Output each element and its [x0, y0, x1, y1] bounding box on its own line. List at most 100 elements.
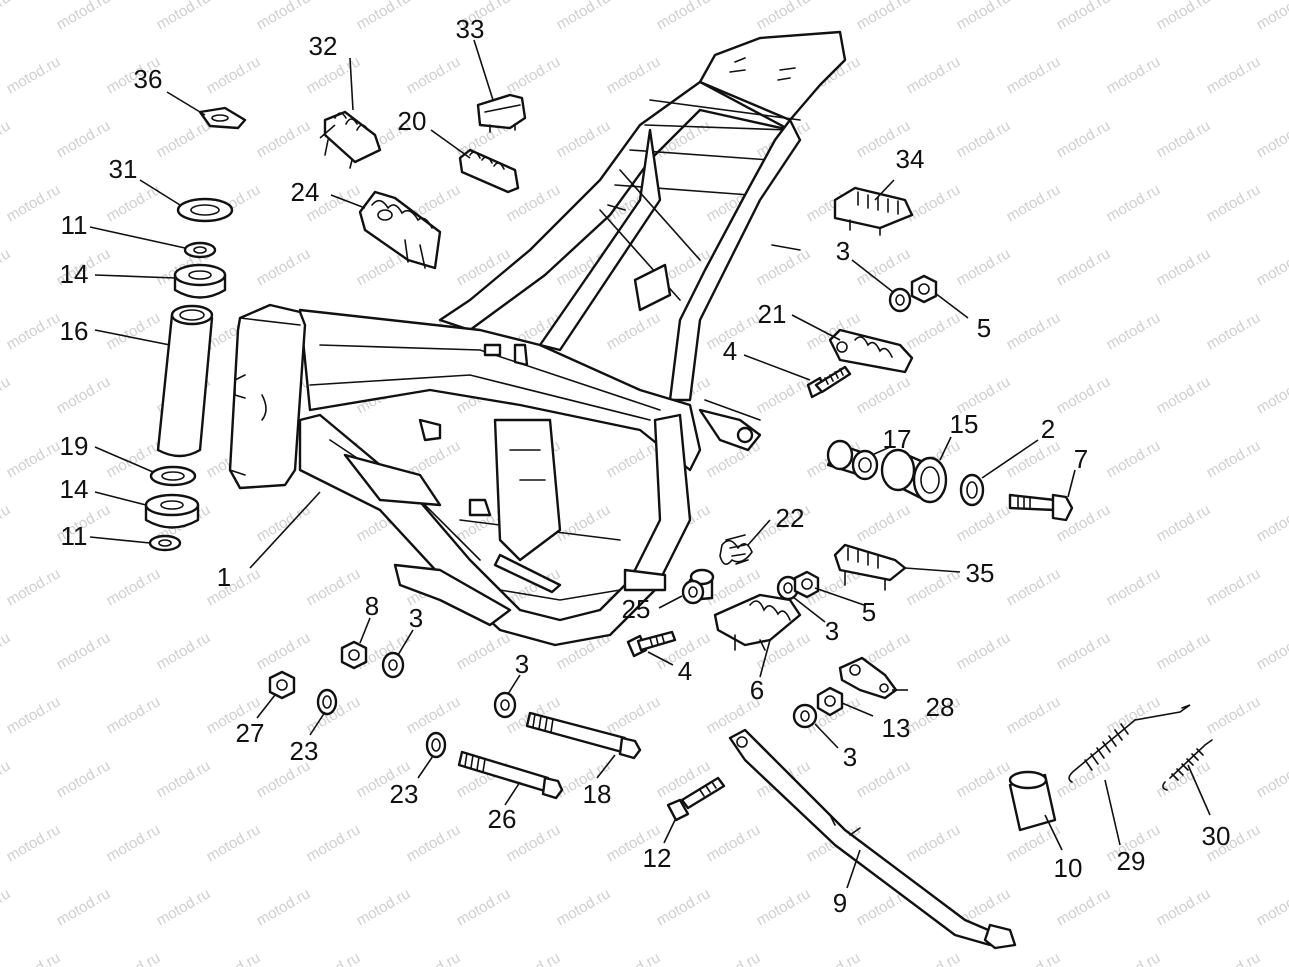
callout-labels: 36 32 33 20 31 24 11 14 16 19 14 11 1 34… [60, 14, 1231, 918]
watermark-text: motod.ru [1254, 117, 1289, 161]
callout-3-lower-right: 3 [843, 742, 857, 772]
watermark-text: motod.ru [354, 0, 414, 33]
watermark-text: motod.ru [854, 0, 914, 33]
watermark-text: motod.ru [954, 245, 1014, 289]
nut-part-11-bottom [148, 534, 182, 552]
watermark-text: motod.ru [4, 821, 64, 865]
callout-36: 36 [134, 64, 163, 94]
watermark-text: motod.ru [254, 0, 314, 33]
washer-part-3-bottom [493, 691, 517, 719]
lever-part-28 [838, 656, 898, 700]
watermark-text: motod.ru [4, 949, 64, 967]
watermark-text: motod.ru [854, 373, 914, 417]
watermark-text: motod.ru [954, 757, 1014, 801]
watermark-text: motod.ru [1004, 309, 1064, 353]
footpeg-part-6 [713, 593, 802, 651]
leader-lines [89, 39, 1211, 889]
watermark-text: motod.ru [54, 757, 114, 801]
callout-31: 31 [109, 154, 138, 184]
watermark-text: motod.ru [604, 437, 664, 481]
watermark-text: motod.ru [904, 309, 964, 353]
watermark-text: motod.ru [1154, 245, 1214, 289]
watermark-text: motod.ru [1004, 565, 1064, 609]
watermark-text: motod.ru [54, 117, 114, 161]
callout-14-bottom: 14 [60, 474, 89, 504]
watermark-text: motod.ru [754, 373, 814, 417]
axle-part-18 [525, 711, 642, 760]
watermark-text: motod.ru [1004, 693, 1064, 737]
callout-14-top: 14 [60, 259, 89, 289]
watermark-text: motod.ru [0, 245, 13, 289]
callout-11-top: 11 [61, 210, 88, 240]
callout-27: 27 [236, 718, 265, 748]
watermark-text: motod.ru [154, 885, 214, 929]
watermark-text: motod.ru [1054, 117, 1114, 161]
watermark-text: motod.ru [604, 53, 664, 97]
watermark-text: motod.ru [1104, 693, 1164, 737]
watermark-text: motod.ru [104, 693, 164, 737]
sleeve-part-10 [1008, 770, 1057, 832]
spring-part-30 [1162, 739, 1213, 791]
watermark-text: motod.ru [0, 117, 13, 161]
callout-20: 20 [398, 106, 427, 136]
watermark-text: motod.ru [1104, 565, 1164, 609]
watermark-text: motod.ru [254, 629, 314, 673]
watermark-text: motod.ru [54, 373, 114, 417]
watermark-text: motod.ru [0, 885, 13, 929]
callout-23-lower: 23 [390, 779, 419, 809]
nut-part-5-upper [910, 274, 938, 304]
footpeg-part-24 [358, 190, 442, 270]
watermark-text: motod.ru [1204, 949, 1264, 967]
watermark-text: motod.ru [4, 693, 64, 737]
bushing-part-17 [826, 439, 879, 481]
watermark-text: motod.ru [954, 0, 1014, 33]
watermark-text: motod.ru [954, 117, 1014, 161]
watermark-text: motod.ru [904, 949, 964, 967]
washer-part-3-left [381, 651, 405, 679]
watermark-text: motod.ru [404, 693, 464, 737]
watermark-text: motod.ru [904, 181, 964, 225]
watermark-text: motod.ru [154, 629, 214, 673]
watermark-text: motod.ru [1004, 181, 1064, 225]
watermark-text: motod.ru [954, 501, 1014, 545]
sidestand-part-9 [728, 728, 1017, 950]
callout-15: 15 [950, 409, 979, 439]
watermark-text: motod.ru [1254, 245, 1289, 289]
watermark-text: motod.ru [104, 949, 164, 967]
watermark-text: motod.ru [1054, 373, 1114, 417]
watermark-text: motod.ru [204, 949, 264, 967]
watermark-text: motod.ru [204, 53, 264, 97]
watermark-text: motod.ru [154, 117, 214, 161]
tube-part-16 [156, 304, 214, 458]
watermark-text: motod.ru [1154, 0, 1214, 33]
watermark-text: motod.ru [504, 53, 564, 97]
footpeg-part-32 [323, 110, 382, 169]
watermark-text: motod.ru [0, 501, 13, 545]
watermark-text: motod.ru [404, 821, 464, 865]
washer-part-2 [959, 473, 985, 507]
callout-21: 21 [758, 299, 787, 329]
washer-part-3-lower-right [792, 703, 818, 729]
watermark-text: motod.ru [504, 949, 564, 967]
watermark-text: motod.ru [1054, 245, 1114, 289]
callout-3-mid: 3 [825, 616, 839, 646]
footpeg-part-21 [828, 328, 914, 374]
watermark-text: motod.ru [1204, 693, 1264, 737]
watermark-text: motod.ru [1154, 629, 1214, 673]
watermark-text: motod.ru [104, 565, 164, 609]
callout-3-bottom: 3 [515, 649, 529, 679]
watermark-text: motod.ru [154, 757, 214, 801]
watermark-text: motod.ru [254, 501, 314, 545]
watermark-text: motod.ru [1104, 949, 1164, 967]
watermark-text: motod.ru [4, 181, 64, 225]
nut-part-5-lower [793, 570, 820, 599]
watermark-text: motod.ru [1154, 757, 1214, 801]
callout-5-upper: 5 [977, 313, 991, 343]
callout-32: 32 [309, 31, 338, 61]
callout-18: 18 [583, 779, 612, 809]
washer-part-19 [149, 465, 197, 487]
watermark-text: motod.ru [754, 885, 814, 929]
watermark-text: motod.ru [1104, 181, 1164, 225]
bushing-part-25 [681, 568, 715, 605]
watermark-text: motod.ru [304, 949, 364, 967]
